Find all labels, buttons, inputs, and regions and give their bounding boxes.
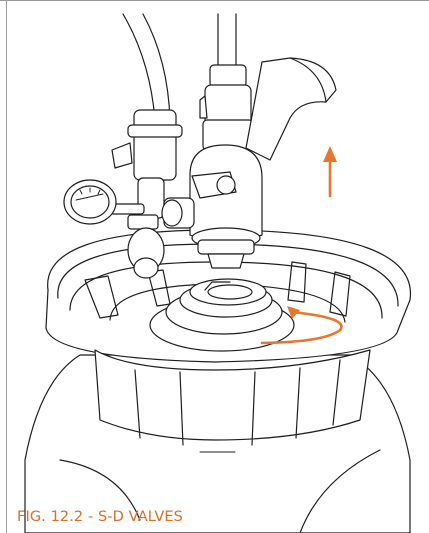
coupler-body [161, 64, 263, 269]
arrow-up-icon [323, 146, 337, 198]
gauge-icon [63, 179, 145, 225]
gas-hose [217, 13, 237, 71]
coupler-handle [191, 57, 337, 199]
rotate-arrow-icon [260, 306, 343, 345]
figure-caption: FIG. 12.2 - S-D VALVES [17, 509, 183, 525]
frame-top-rule [0, 0, 429, 1]
beer-hose [122, 13, 171, 121]
frame-left-rule [6, 0, 7, 533]
keg-valve [149, 278, 295, 352]
